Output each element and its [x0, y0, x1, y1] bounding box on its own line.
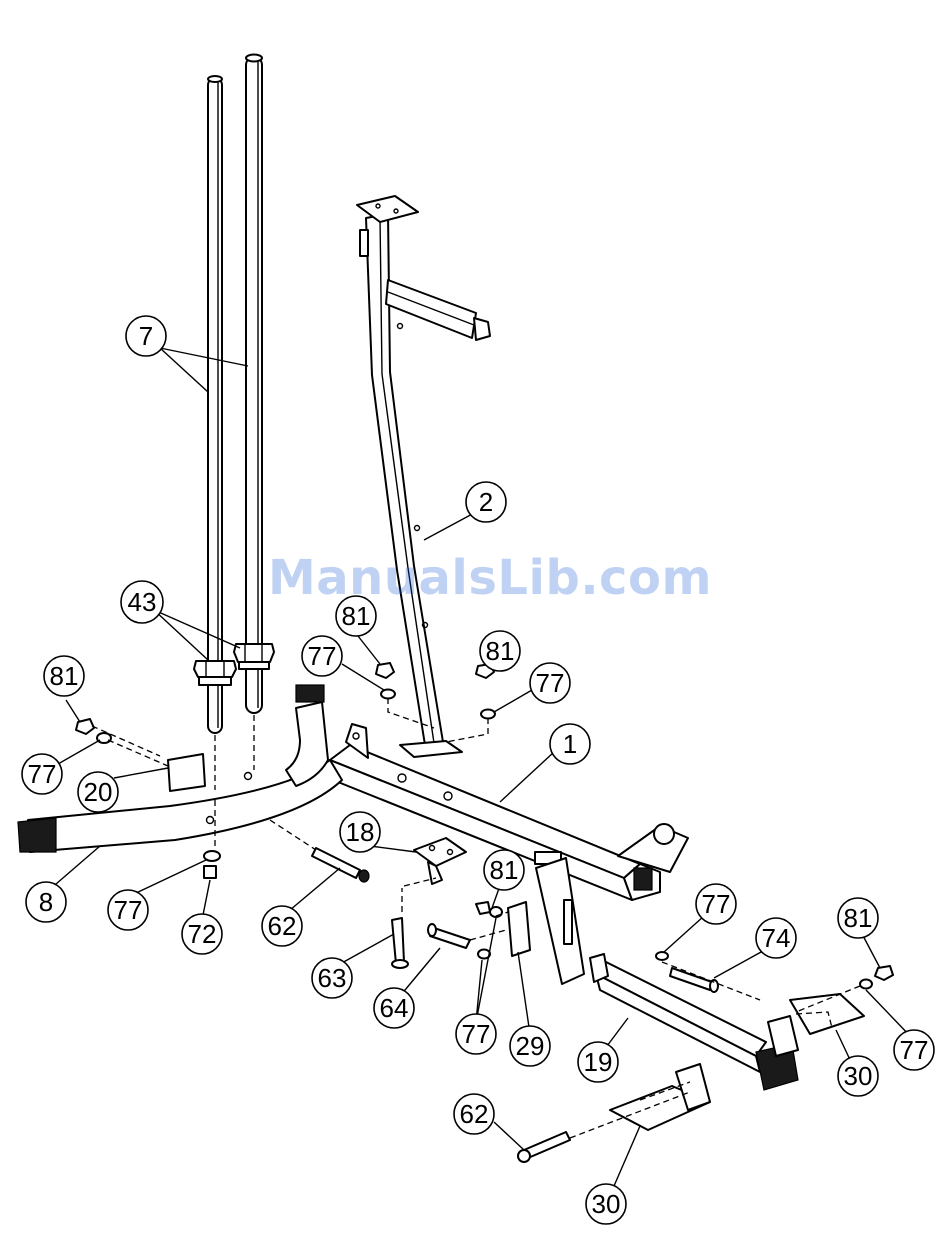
callout-label: 77: [462, 1019, 491, 1049]
callout-label: 62: [268, 911, 297, 941]
callout-label: 19: [584, 1047, 613, 1077]
foot-plate-front: [610, 1064, 710, 1130]
callout-77: 77: [108, 890, 148, 930]
callout-label: 62: [460, 1099, 489, 1129]
callout-label: 77: [536, 668, 565, 698]
callout-label: 63: [318, 963, 347, 993]
callout-label: 77: [900, 1035, 929, 1065]
callout-30: 30: [586, 1184, 626, 1224]
callout-label: 77: [28, 759, 57, 789]
callout-label: 18: [346, 817, 375, 847]
callout-label: 77: [114, 895, 143, 925]
center-bracket: [414, 838, 466, 884]
callout-label: 64: [380, 993, 409, 1023]
callout-label: 77: [702, 889, 731, 919]
callout-8: 8: [26, 882, 66, 922]
callout-label: 20: [84, 777, 113, 807]
callout-81: 81: [336, 596, 376, 636]
callout-label: 77: [308, 641, 337, 671]
callout-label: 81: [50, 661, 79, 691]
callout-20: 20: [78, 772, 118, 812]
callout-29: 29: [510, 1026, 550, 1066]
callout-77: 77: [530, 663, 570, 703]
guide-rod-right: [246, 55, 262, 714]
callout-62: 62: [262, 906, 302, 946]
callout-label: 72: [188, 919, 217, 949]
callout-label: 74: [762, 923, 791, 953]
callout-77: 77: [302, 636, 342, 676]
callout-64: 64: [374, 988, 414, 1028]
callout-30: 30: [838, 1056, 878, 1096]
callout-77: 77: [22, 754, 62, 794]
callout-label: 30: [844, 1061, 873, 1091]
callout-label: 7: [139, 321, 153, 351]
callout-19: 19: [578, 1042, 618, 1082]
callout-81: 81: [484, 850, 524, 890]
callout-77: 77: [696, 884, 736, 924]
callout-label: 81: [342, 601, 371, 631]
callout-77: 77: [894, 1030, 934, 1070]
callout-label: 81: [490, 855, 519, 885]
callout-label: 8: [39, 887, 53, 917]
callout-18: 18: [340, 812, 380, 852]
callout-label: 81: [844, 903, 873, 933]
callout-81: 81: [44, 656, 84, 696]
callout-74: 74: [756, 918, 796, 958]
foot-plate-rear: [768, 994, 864, 1056]
callout-label: 30: [592, 1189, 621, 1219]
side-plate: [508, 902, 530, 956]
small-bracket-plate: [168, 754, 205, 791]
callout-63: 63: [312, 958, 352, 998]
callout-1: 1: [550, 724, 590, 764]
callout-label: 81: [486, 636, 515, 666]
callout-label: 43: [128, 587, 157, 617]
callout-label: 29: [516, 1031, 545, 1061]
callout-label: 2: [479, 487, 493, 517]
callout-62: 62: [454, 1094, 494, 1134]
callout-81: 81: [838, 898, 878, 938]
callout-2: 2: [466, 482, 506, 522]
callout-77: 77: [456, 1014, 496, 1054]
callout-label: 1: [563, 729, 577, 759]
callout-81: 81: [480, 631, 520, 671]
callout-7: 7: [126, 316, 166, 356]
callout-72: 72: [182, 914, 222, 954]
rod-bushing-left: [194, 661, 236, 685]
callout-43: 43: [121, 581, 163, 623]
